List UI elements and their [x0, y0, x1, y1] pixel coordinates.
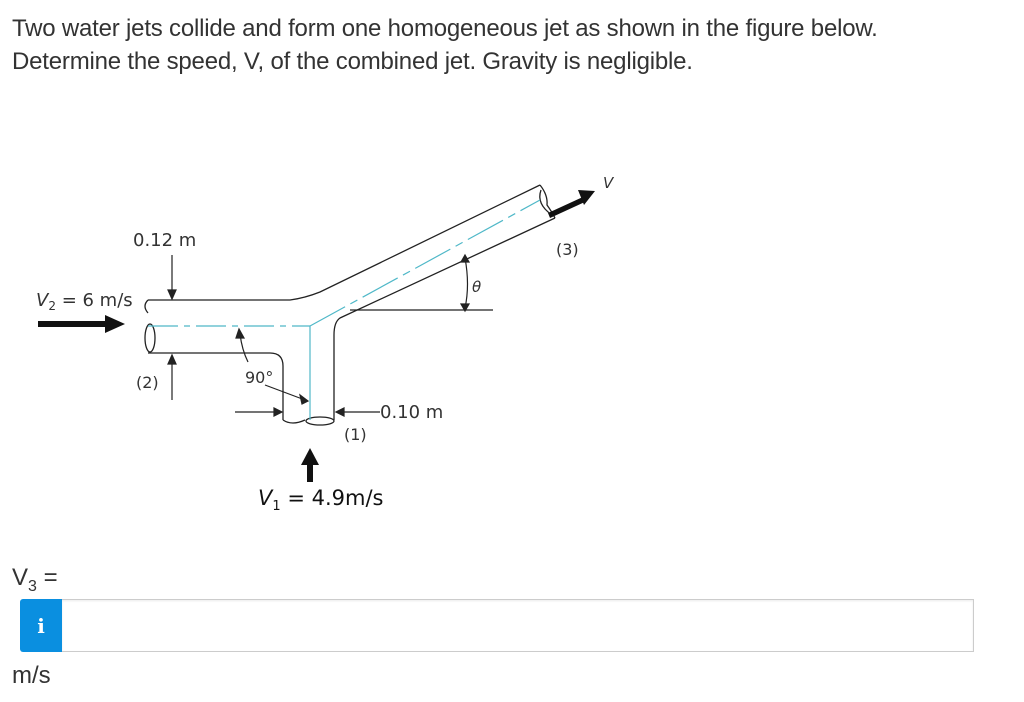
- answer-sub: 3: [28, 578, 37, 595]
- angle-90-label: 90°: [245, 368, 273, 387]
- question-line-1: Two water jets collide and form one homo…: [12, 15, 878, 42]
- flow-arrows: [38, 190, 595, 482]
- answer-eq: =: [36, 564, 58, 591]
- diameter-1-label: 0.10 m: [380, 402, 443, 423]
- answer-row: i: [20, 599, 974, 652]
- theta-label: θ: [472, 278, 481, 296]
- info-icon[interactable]: i: [20, 599, 62, 652]
- section-3-label: (3): [556, 240, 579, 259]
- section-1-label: (1): [344, 425, 367, 444]
- pipe-outline: [144, 184, 556, 426]
- diameter-2-label: 0.12 m: [133, 230, 196, 251]
- section-2-label: (2): [136, 373, 159, 392]
- answer-label: V3 =: [12, 564, 58, 596]
- v-label: V: [603, 174, 615, 192]
- v1-label: V1 = 4.9m/s: [258, 486, 383, 514]
- question-prompt: Two water jets collide and form one homo…: [12, 12, 1012, 78]
- question-line-2: Determine the speed, V, of the combined …: [12, 48, 693, 75]
- answer-input[interactable]: [62, 599, 974, 652]
- dimension-arrows: [167, 253, 471, 417]
- unit-label: m/s: [12, 662, 51, 689]
- jet-collision-figure: 0.12 m V2 = 6 m/s (2) 90° 0.10 m (1) V1 …: [0, 140, 680, 520]
- v2-label: V2 = 6 m/s: [36, 290, 133, 313]
- answer-var: V: [12, 564, 29, 591]
- centerline: [148, 199, 541, 420]
